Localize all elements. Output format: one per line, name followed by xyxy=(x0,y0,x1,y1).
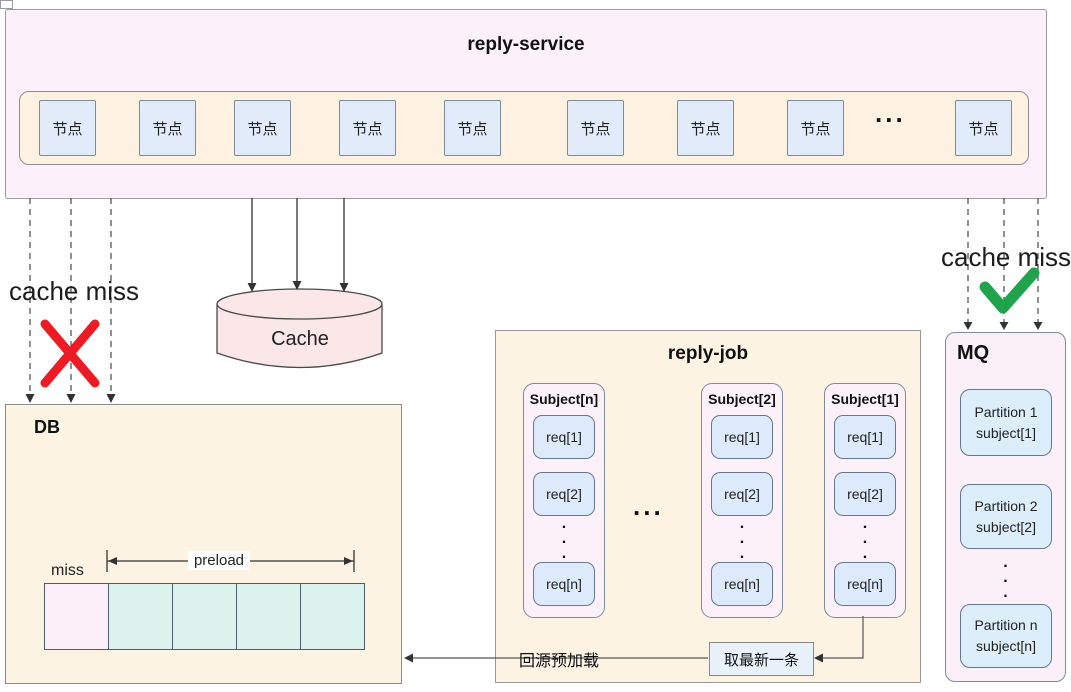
service-node: 节点 xyxy=(955,100,1012,156)
service-to-cache-arrows xyxy=(251,198,345,283)
miss-label: miss xyxy=(51,562,84,579)
service-to-mq-arrowheads xyxy=(963,322,1043,330)
preload-cell xyxy=(108,583,173,650)
subject-header: Subject[1] xyxy=(831,391,899,407)
subject-column-n: Subject[n] req[1] req[2] ... req[n] xyxy=(523,383,605,618)
subject-column-1: Subject[1] req[1] req[2] ... req[n] xyxy=(824,383,906,618)
service-node: 节点 xyxy=(787,100,844,156)
req-box: req[2] xyxy=(711,472,773,516)
preload-label: preload xyxy=(188,551,250,570)
req-box: req[n] xyxy=(711,562,773,606)
service-to-cache-arrowheads xyxy=(247,281,349,292)
back-to-source-label: 回源预加载 xyxy=(519,653,600,670)
req-box: req[1] xyxy=(533,415,595,459)
preload-cells xyxy=(44,583,365,650)
preload-cell xyxy=(172,583,237,650)
req-box: req[n] xyxy=(834,562,896,606)
req-box: req[n] xyxy=(533,562,595,606)
green-check-icon xyxy=(979,267,1040,314)
cache-miss-right-label: cache miss xyxy=(941,242,1071,272)
service-node: 节点 xyxy=(677,100,734,156)
nodes-ellipsis: ... xyxy=(875,98,906,128)
reply-service-box: reply-service 节点 节点 节点 节点 节点 节点 节点 节点 ..… xyxy=(5,9,1047,199)
req-box: req[2] xyxy=(533,472,595,516)
db-title: DB xyxy=(34,417,60,437)
vertical-ellipsis: ... xyxy=(1003,554,1008,601)
reply-service-title: reply-service xyxy=(467,34,585,55)
subjects-ellipsis: ... xyxy=(633,491,664,521)
req-box: req[2] xyxy=(834,472,896,516)
service-node: 节点 xyxy=(567,100,624,156)
take-latest-box: 取最新一条 xyxy=(709,642,814,676)
miss-cell xyxy=(44,583,109,650)
service-node: 节点 xyxy=(339,100,396,156)
subject-header: Subject[n] xyxy=(529,391,599,407)
reply-job-title: reply-job xyxy=(667,343,749,364)
node-strip: 节点 节点 节点 节点 节点 节点 节点 节点 ... 节点 xyxy=(19,91,1029,165)
canvas-corner-artifact xyxy=(0,0,13,9)
vertical-ellipsis: ... xyxy=(739,515,745,562)
red-cross-icon xyxy=(40,319,100,388)
subject-column-2: Subject[2] req[1] req[2] ... req[n] xyxy=(701,383,783,618)
req-box: req[1] xyxy=(834,415,896,459)
subject-header: Subject[2] xyxy=(708,391,776,407)
preload-cell xyxy=(300,583,365,650)
cache-label: Cache xyxy=(271,328,329,350)
db-box: DB miss xyxy=(5,404,402,684)
service-node: 节点 xyxy=(139,100,196,156)
reply-job-box: reply-job Subject[n] req[1] req[2] ... r… xyxy=(495,330,921,683)
preload-cell xyxy=(236,583,301,650)
service-node: 节点 xyxy=(234,100,291,156)
service-node: 节点 xyxy=(444,100,501,156)
service-node: 节点 xyxy=(39,100,96,156)
mq-title: MQ xyxy=(957,342,990,364)
cache-miss-left-label: cache miss xyxy=(9,276,140,306)
vertical-ellipsis: ... xyxy=(862,515,868,562)
req-box: req[1] xyxy=(711,415,773,459)
vertical-ellipsis: ... xyxy=(561,515,567,562)
service-to-db-arrowheads xyxy=(25,394,116,403)
db-arrowhead xyxy=(404,653,413,663)
